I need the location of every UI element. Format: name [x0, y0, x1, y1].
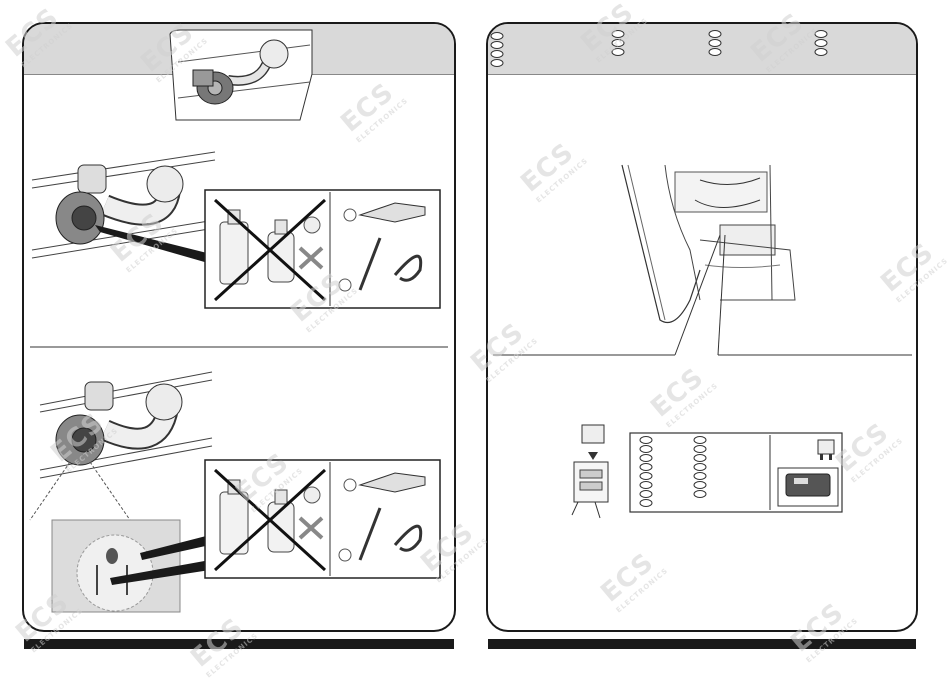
- right-panel-header: [488, 24, 916, 75]
- right-footer-bar: [488, 639, 916, 649]
- right-instruction-panel: [486, 22, 918, 632]
- header-bullets: [490, 30, 828, 67]
- towbar-socket-closeup: [169, 29, 313, 121]
- vehicle-fuse-location-sketch: [493, 164, 912, 356]
- fuse-diagram: [571, 424, 843, 519]
- left-footer-bar: [24, 639, 454, 649]
- towbar-socket-step1: [31, 151, 216, 265]
- towbar-socket-step2: [29, 371, 213, 613]
- cleaning-instructions-box-2: [204, 459, 441, 579]
- cleaning-instructions-box-1: [204, 189, 441, 309]
